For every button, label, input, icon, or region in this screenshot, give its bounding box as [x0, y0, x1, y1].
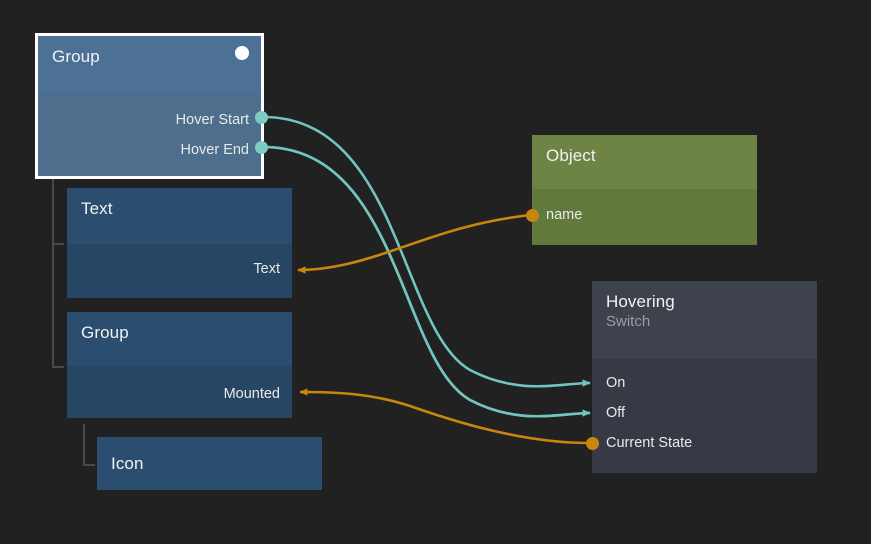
node-body: name: [532, 189, 757, 245]
node-title: Hovering: [606, 292, 675, 311]
node-hovering[interactable]: Hovering Switch On Off Current State: [592, 281, 817, 473]
port-label: Hover End: [180, 142, 249, 158]
dot-indicator[interactable]: [235, 46, 249, 60]
port-dot-hover-start[interactable]: [255, 111, 268, 124]
node-title: Text: [81, 199, 113, 218]
port-dot-name[interactable]: [526, 209, 539, 222]
node-title: Icon: [111, 454, 144, 473]
tree-line-stub-icon: [83, 464, 95, 466]
node-text[interactable]: Text Text: [67, 188, 292, 298]
port-row-text[interactable]: Text: [253, 259, 280, 279]
port-dot-hover-end[interactable]: [255, 141, 268, 154]
port-label: name: [546, 207, 583, 223]
node-header[interactable]: Group: [67, 312, 292, 366]
port-label: On: [606, 375, 626, 391]
port-row-name[interactable]: name: [546, 205, 582, 225]
port-label: Off: [606, 405, 626, 421]
port-label: Text: [253, 261, 280, 277]
port-row-hover-end[interactable]: Hover End: [180, 140, 249, 160]
port-label: Mounted: [223, 386, 280, 402]
node-header[interactable]: Hovering Switch: [592, 281, 817, 359]
node-title: Group: [81, 323, 129, 342]
node-group-root[interactable]: Group Hover Start Hover End: [35, 33, 264, 179]
port-label: Hover Start: [175, 112, 249, 128]
node-header[interactable]: Group: [38, 36, 261, 93]
node-header[interactable]: Text: [67, 188, 292, 244]
port-dot-current-state[interactable]: [586, 437, 599, 450]
port-row-on[interactable]: On: [606, 373, 625, 393]
node-body: On Off Current State: [592, 359, 817, 473]
wire-name-to-text: [297, 213, 531, 274]
node-body: Mounted: [67, 366, 292, 418]
tree-line-vertical-root: [52, 178, 54, 368]
port-row-hover-start[interactable]: Hover Start: [176, 110, 249, 130]
node-icon[interactable]: Icon: [97, 437, 322, 490]
node-subtitle: Switch: [606, 313, 651, 330]
port-row-off[interactable]: Off: [606, 403, 625, 423]
node-title: Group: [52, 47, 100, 66]
node-body: Text: [67, 244, 292, 298]
wire-current-state-to-mounted: [299, 388, 591, 445]
node-group-child[interactable]: Group Mounted: [67, 312, 292, 418]
port-row-current-state[interactable]: Current State: [606, 433, 692, 453]
node-object[interactable]: Object name: [532, 135, 757, 245]
port-row-mounted[interactable]: Mounted: [224, 384, 280, 404]
node-title: Object: [546, 146, 596, 165]
tree-line-vertical-icon: [83, 424, 85, 466]
tree-line-stub-text: [52, 243, 64, 245]
node-header[interactable]: Object: [532, 135, 757, 189]
node-body: Hover Start Hover End: [38, 93, 261, 176]
port-label: Current State: [606, 435, 693, 451]
node-header[interactable]: Icon: [97, 437, 322, 490]
tree-line-stub-group-child: [52, 366, 64, 368]
